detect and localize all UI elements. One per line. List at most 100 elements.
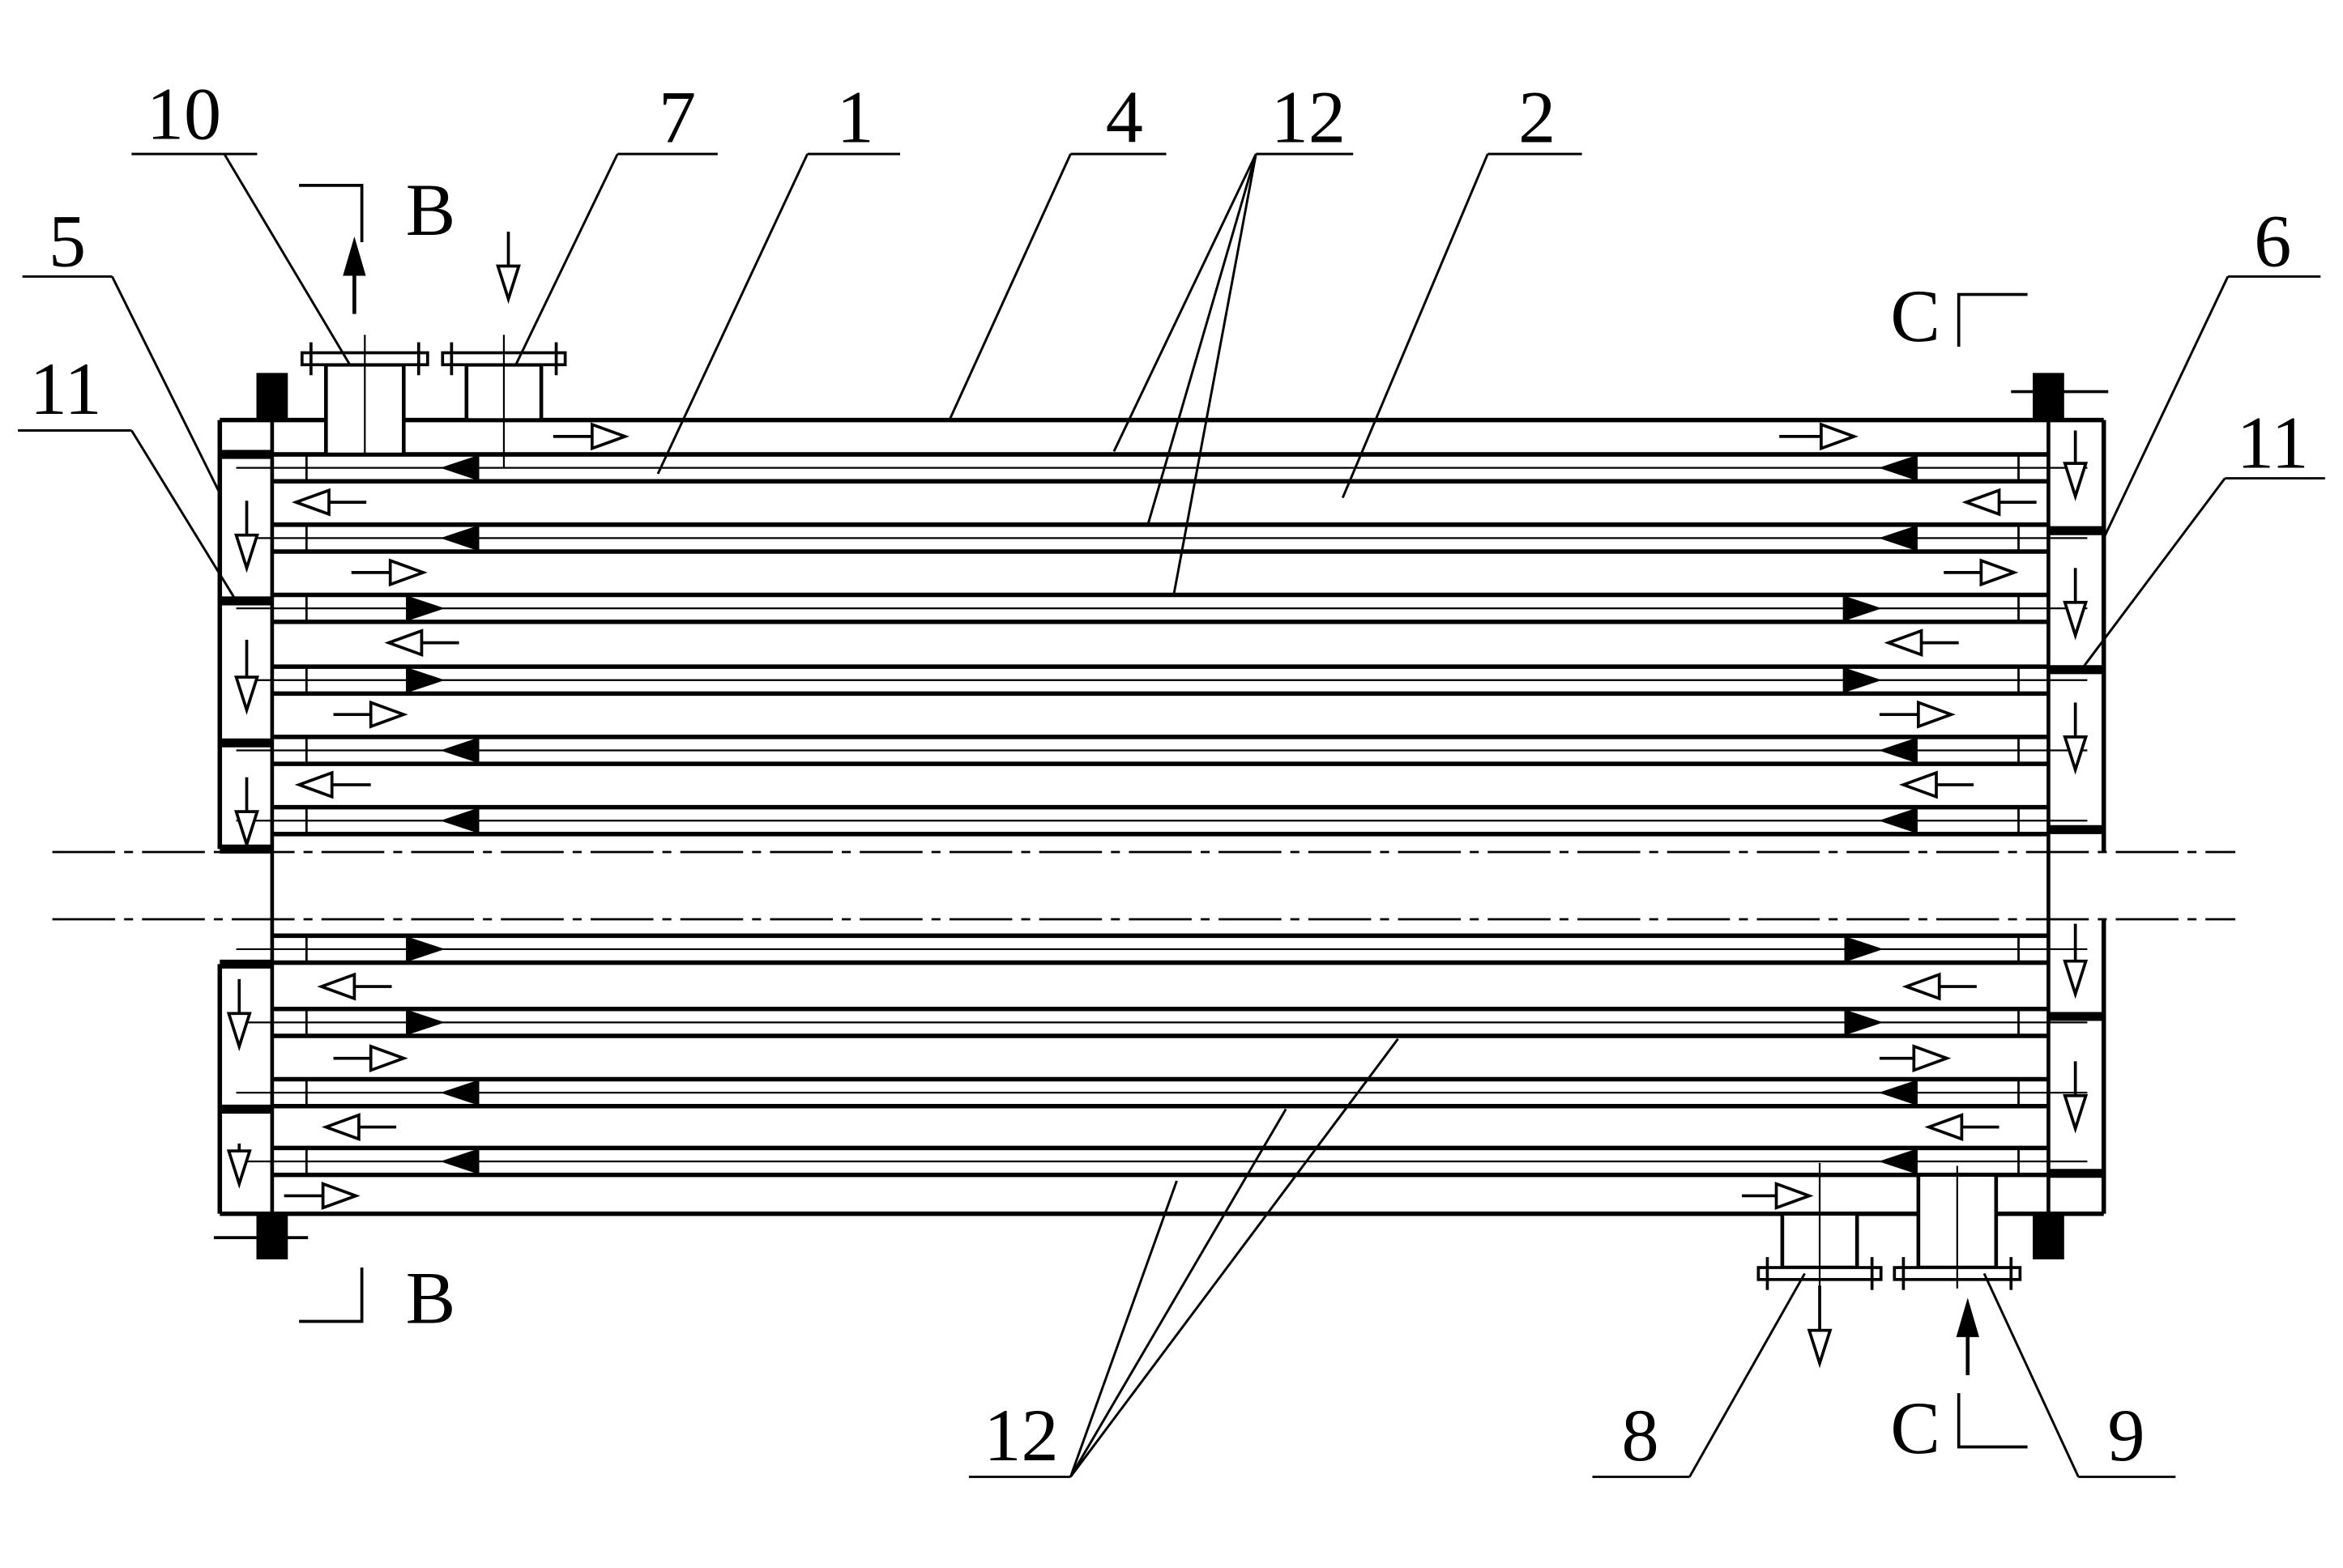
flow-arrow-left-solid: [440, 525, 480, 552]
flow-arrow-down: [226, 978, 252, 1051]
tube-plates: [236, 452, 2088, 1178]
tube-plate: [236, 664, 2088, 697]
tie-bolt-bottom-right: [2033, 1212, 2064, 1259]
leader-line: [1146, 153, 1257, 524]
leader-line: [1069, 1108, 1287, 1478]
tube-plate: [236, 735, 2088, 766]
flow-arrow-left-solid: [1878, 1148, 1918, 1175]
flow-arrow-left: [1884, 628, 1959, 657]
flow-arrow-left: [294, 770, 371, 799]
arrow-head: [496, 264, 521, 305]
callout-number: 7: [659, 75, 696, 158]
callout-4: 4: [948, 75, 1167, 421]
flow-arrow-left-solid: [440, 1148, 480, 1175]
flow-arrow-left-solid: [1878, 525, 1918, 552]
tube-plate: [236, 1006, 2088, 1038]
leader-line: [2080, 477, 2226, 671]
nozzle-8-outlet: [1756, 1162, 1883, 1290]
callout-number: 9: [2107, 1394, 2145, 1476]
arrow-head: [1979, 558, 2019, 587]
callout-number: 5: [49, 200, 86, 283]
arrow-head: [2063, 959, 2089, 999]
flow-arrow-up-solid: [1956, 1297, 1979, 1375]
leader-line: [1982, 1272, 2080, 1478]
flow-arrow-right: [1742, 1182, 1814, 1210]
flow-arrow-right: [1879, 700, 1956, 729]
flow-arrow-left: [292, 488, 367, 517]
section-bracket: [1957, 1393, 2028, 1449]
leader-line: [514, 153, 619, 365]
flow-arrow-right-solid: [406, 1009, 446, 1036]
arrow-head: [292, 488, 331, 517]
section-letter: B: [406, 168, 456, 251]
flow-arrow-left-solid: [440, 1080, 480, 1106]
arrow-head: [2063, 462, 2089, 501]
flow-arrow-left-solid: [1878, 454, 1918, 481]
flow-arrow-down: [496, 232, 521, 305]
callout-9: 9: [1982, 1272, 2176, 1478]
arrow-head: [234, 533, 259, 573]
flow-arrow-down: [2063, 568, 2089, 641]
arrow-head: [590, 422, 629, 451]
flow-arrow-down: [2063, 1061, 2089, 1134]
leader-line: [1341, 153, 1489, 499]
callout-5: 5: [22, 200, 221, 494]
arrow-head: [1884, 628, 1923, 657]
shell-body: [217, 417, 2106, 1216]
flow-arrow-down: [2063, 430, 2089, 501]
flow-arrow-down: [226, 1143, 252, 1189]
flow-arrow-right: [553, 422, 629, 451]
callout-11-right: 11: [2080, 402, 2325, 671]
callout-12-top: 12: [1112, 75, 1354, 595]
arrow-head: [1899, 770, 1938, 799]
callouts: 10 7 1 4 12 2: [18, 73, 2325, 1478]
tie-bolt-top-left: [256, 373, 288, 421]
flow-arrow-right: [284, 1182, 361, 1210]
tie-bolts: [213, 373, 2109, 1259]
flow-arrow-left: [1901, 972, 1977, 1001]
flow-arrow-right: [1779, 422, 1859, 451]
leader-line: [223, 153, 352, 366]
flow-arrows: [226, 232, 2089, 1375]
arrow-head: [1901, 972, 1941, 1001]
flow-arrow-down: [1807, 1285, 1833, 1369]
callout-7: 7: [514, 75, 718, 365]
arrow-head: [2063, 600, 2089, 641]
section-letter: C: [1890, 1387, 1940, 1469]
flow-arrow-right-solid: [1844, 935, 1884, 962]
arrow-head: [1924, 1113, 1964, 1141]
leader-line: [1172, 153, 1257, 595]
tube-plate: [236, 1145, 2088, 1178]
section-bracket: [1957, 292, 2028, 347]
arrow-head: [343, 236, 366, 276]
callout-number: 10: [147, 73, 221, 156]
callout-11-left: 11: [18, 347, 237, 602]
flow-arrow-left-solid: [1878, 737, 1918, 764]
leader-line: [656, 153, 809, 475]
arrow-head: [1820, 422, 1859, 451]
callout-number: 12: [1271, 75, 1346, 158]
arrow-head: [369, 700, 408, 729]
callout-8: 8: [1592, 1272, 1806, 1478]
flow-arrow-up-solid: [343, 236, 366, 314]
section-bracket: [299, 184, 364, 242]
flow-arrow-right-solid: [1842, 595, 1882, 622]
callout-1: 1: [656, 75, 901, 475]
section-bracket: [299, 1268, 364, 1323]
leader-line: [1069, 1180, 1178, 1477]
callout-number: 8: [1622, 1394, 1659, 1476]
arrow-head: [294, 770, 334, 799]
arrow-head: [1912, 1044, 1952, 1073]
section-marker-b-top: B: [299, 168, 455, 251]
flow-arrow-right-solid: [406, 595, 446, 622]
section-letter: C: [1890, 275, 1940, 357]
flow-arrow-right-solid: [406, 667, 446, 693]
callout-number: 1: [837, 75, 874, 158]
flow-arrow-left-solid: [440, 807, 480, 834]
flow-arrow-right: [333, 700, 408, 729]
callout-number: 11: [2237, 402, 2309, 484]
flow-arrow-left: [1899, 770, 1974, 799]
arrow-head: [2063, 735, 2089, 775]
flow-arrow-left-solid: [440, 737, 480, 764]
